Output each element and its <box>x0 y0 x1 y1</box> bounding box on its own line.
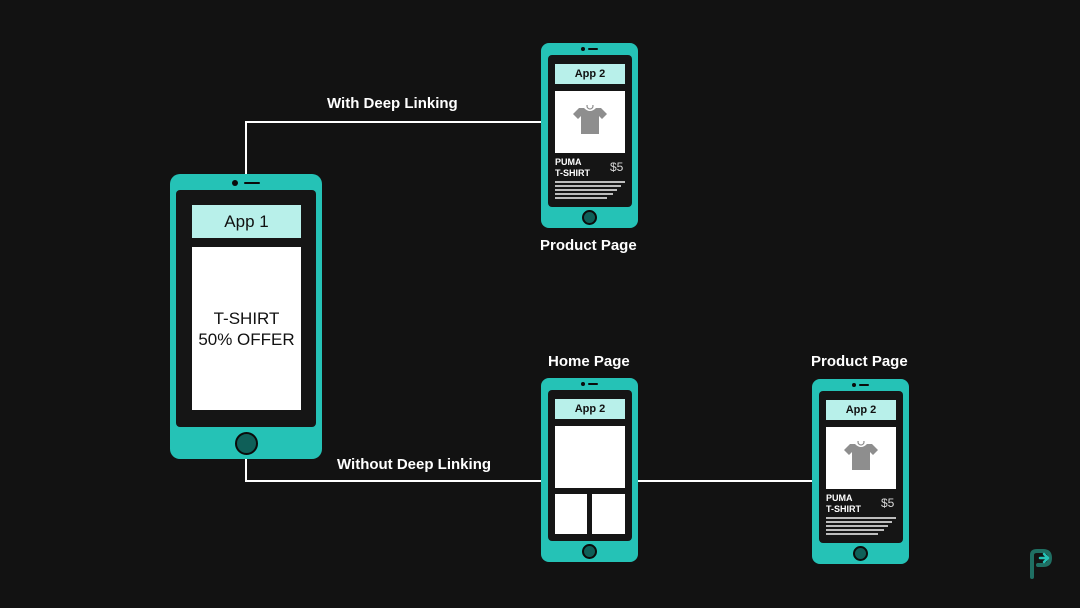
phone-app2-home: App 2 <box>541 378 638 562</box>
camera-icon <box>232 180 238 186</box>
product-image-panel <box>826 427 896 489</box>
product-name: T-SHIRT <box>826 504 861 514</box>
description-line <box>826 521 892 523</box>
home-button-icon <box>582 210 597 225</box>
connector-down-horizontal <box>245 480 542 482</box>
offer-text-line1: T-SHIRT <box>213 309 280 328</box>
app1-title-bar: App 1 <box>192 205 301 238</box>
brand-logo-icon <box>1030 549 1053 579</box>
home-tile-left[interactable] <box>555 494 587 534</box>
home-button-icon <box>853 546 868 561</box>
app2-title-bar: App 2 <box>555 64 625 84</box>
product-brand: PUMA <box>826 493 853 503</box>
speaker-icon <box>244 182 260 184</box>
app2-title-bar: App 2 <box>826 400 896 420</box>
description-line <box>555 197 607 199</box>
app1-offer-banner[interactable]: T-SHIRT 50% OFFER <box>192 247 301 410</box>
app2-title-bar: App 2 <box>555 399 625 419</box>
home-hero-panel[interactable] <box>555 426 625 488</box>
phone-app2-home-screen: App 2 <box>548 390 632 541</box>
tshirt-icon <box>844 441 878 470</box>
home-page-caption: Home Page <box>548 353 630 370</box>
phone-app1: App 1 T-SHIRT 50% OFFER <box>170 174 322 459</box>
speaker-icon <box>588 48 598 50</box>
description-line <box>826 525 888 527</box>
description-line <box>826 529 884 531</box>
description-line <box>555 189 617 191</box>
phone-app2-product-top-screen: App 2 PUMA T-SHIRT $5 <box>548 55 632 207</box>
phone-app2-product-top: App 2 PUMA T-SHIRT $5 <box>541 43 638 228</box>
description-line <box>555 181 625 183</box>
phone-app2-product-bottom-screen: App 2 PUMA T-SHIRT $5 <box>819 391 903 543</box>
home-tile-right[interactable] <box>592 494 625 534</box>
product-page-bottom-caption: Product Page <box>811 353 908 370</box>
without-deep-linking-caption: Without Deep Linking <box>337 456 492 473</box>
offer-text-line2: 50% OFFER <box>198 330 295 349</box>
product-price: $5 <box>610 160 624 174</box>
phone-app1-screen: App 1 T-SHIRT 50% OFFER <box>176 190 316 427</box>
connector-home-to-product <box>637 480 813 482</box>
home-button-icon <box>235 432 258 455</box>
product-image-panel <box>555 91 625 153</box>
camera-icon <box>581 47 585 51</box>
connector-down-vertical <box>245 458 247 482</box>
product-name: T-SHIRT <box>555 168 590 178</box>
connector-up-vertical <box>245 121 247 175</box>
product-price: $5 <box>881 496 895 510</box>
phone-app2-product-bottom: App 2 PUMA T-SHIRT $5 <box>812 379 909 564</box>
description-line <box>826 533 878 535</box>
with-deep-linking-caption: With Deep Linking <box>327 95 458 112</box>
home-button-icon <box>582 544 597 559</box>
description-line <box>826 517 896 519</box>
tshirt-icon <box>573 105 607 134</box>
connector-up-horizontal <box>245 121 542 123</box>
description-line <box>555 185 621 187</box>
speaker-icon <box>588 383 598 385</box>
product-brand: PUMA <box>555 157 582 167</box>
product-page-top-caption: Product Page <box>540 237 637 254</box>
camera-icon <box>581 382 585 386</box>
camera-icon <box>852 383 856 387</box>
speaker-icon <box>859 384 869 386</box>
description-line <box>555 193 613 195</box>
